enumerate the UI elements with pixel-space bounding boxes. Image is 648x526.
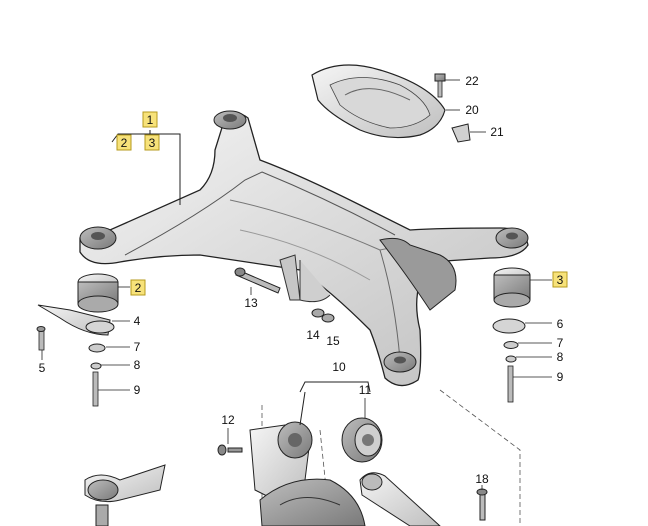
callout-labels: 1 2 3 2 3 4 5 6 7 7 8 8 9 9 10 11 12 13 … xyxy=(39,74,568,486)
callout-8-right: 8 xyxy=(557,350,564,364)
callout-10: 10 xyxy=(332,360,346,374)
callout-5: 5 xyxy=(39,361,46,375)
bolt-13 xyxy=(234,267,281,294)
callout-bracket-1 xyxy=(111,130,181,205)
callout-15: 15 xyxy=(326,334,340,348)
nut-washer-14-15 xyxy=(311,308,335,323)
left-bushing-stack xyxy=(36,273,119,407)
callout-22: 22 xyxy=(465,74,479,88)
callout-2-left: 2 xyxy=(135,281,142,295)
callout-20: 20 xyxy=(465,103,479,117)
callout-1: 1 xyxy=(147,113,154,127)
callout-7-left: 7 xyxy=(134,340,141,354)
heat-shield xyxy=(311,64,446,139)
callout-13: 13 xyxy=(244,296,258,310)
callout-6: 6 xyxy=(557,317,564,331)
subframe xyxy=(79,110,529,387)
callout-9-left: 9 xyxy=(134,383,141,397)
differential-partial xyxy=(259,478,366,526)
bolt-22 xyxy=(434,73,446,98)
clip-21 xyxy=(451,123,471,143)
arm-18 xyxy=(359,472,488,526)
callout-2-top: 2 xyxy=(121,136,128,150)
callout-3-right: 3 xyxy=(557,273,564,287)
callout-4: 4 xyxy=(134,314,141,328)
callout-21: 21 xyxy=(490,125,504,139)
leader-lines xyxy=(41,79,552,490)
callout-8-left: 8 xyxy=(134,358,141,372)
lower-left-partial xyxy=(84,464,166,526)
callout-7-right: 7 xyxy=(557,336,564,350)
right-bushing-stack xyxy=(492,267,531,403)
callout-bracket-10 xyxy=(299,381,371,426)
callout-3-top: 3 xyxy=(149,136,156,150)
callout-18: 18 xyxy=(475,472,489,486)
callout-9-right: 9 xyxy=(557,370,564,384)
callout-14: 14 xyxy=(306,328,320,342)
mount-11 xyxy=(341,417,383,463)
callout-11: 11 xyxy=(359,383,372,397)
mount-bracket xyxy=(217,421,313,501)
callout-12: 12 xyxy=(221,413,235,427)
